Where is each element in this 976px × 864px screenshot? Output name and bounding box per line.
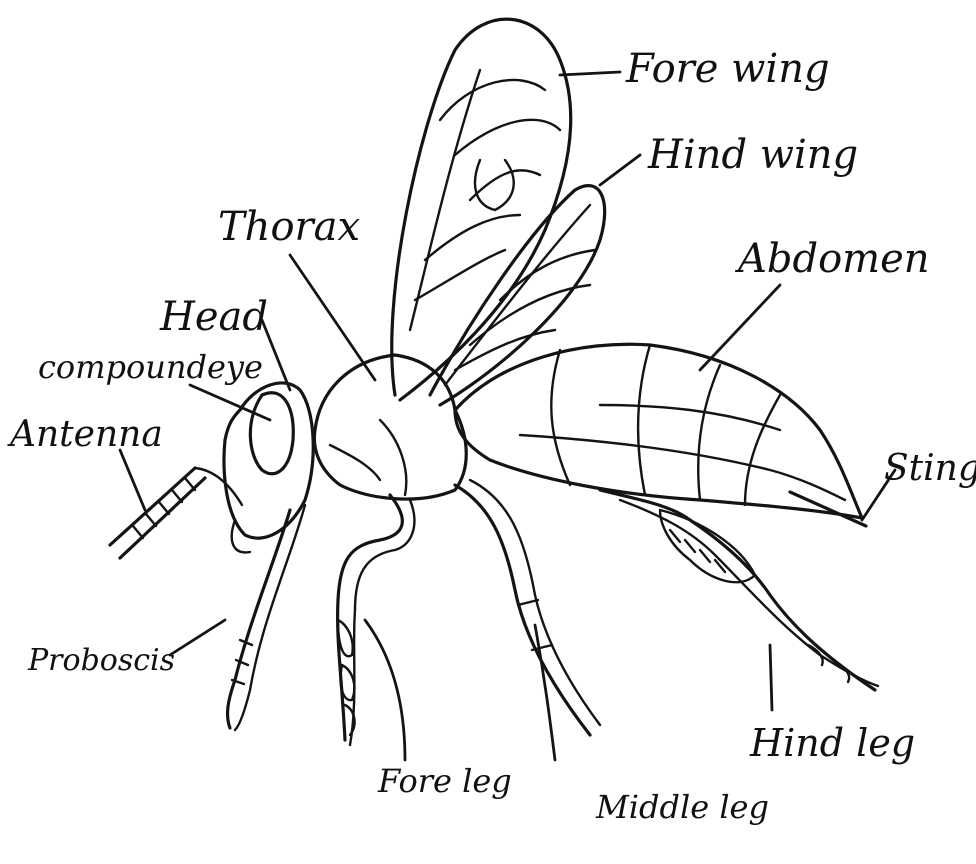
- leader-fore-leg: [365, 620, 405, 760]
- leader-fore-wing: [560, 72, 620, 75]
- leader-abdomen: [700, 285, 780, 370]
- leader-antenna: [120, 450, 145, 510]
- hind-leg: [600, 490, 878, 690]
- label-middle-leg: Middle leg: [595, 788, 769, 826]
- label-proboscis: Proboscis: [27, 643, 175, 678]
- fore-wing: [392, 19, 571, 400]
- label-abdomen: Abdomen: [734, 236, 930, 282]
- label-hind-wing: Hind wing: [647, 132, 858, 178]
- hind-wing: [430, 186, 605, 405]
- leader-thorax: [290, 255, 375, 380]
- label-antenna: Antenna: [7, 414, 163, 455]
- head: [224, 383, 313, 552]
- label-fore-leg: Fore leg: [377, 762, 512, 800]
- leader-proboscis: [170, 620, 225, 655]
- label-thorax: Thorax: [218, 204, 360, 250]
- antenna: [110, 468, 242, 558]
- compound-eye: [250, 393, 293, 474]
- leader-hind-leg: [770, 645, 772, 710]
- middle-leg: [455, 480, 600, 735]
- label-sting: Sting: [884, 448, 976, 489]
- thorax: [314, 355, 466, 499]
- leader-hind-wing: [600, 155, 640, 185]
- label-fore-wing: Fore wing: [625, 46, 830, 92]
- fore-leg: [338, 495, 415, 745]
- abdomen: [455, 344, 862, 518]
- label-compound-eye: compoundeye: [38, 348, 263, 386]
- label-head: Head: [159, 294, 268, 340]
- label-hind-leg: Hind leg: [749, 721, 915, 765]
